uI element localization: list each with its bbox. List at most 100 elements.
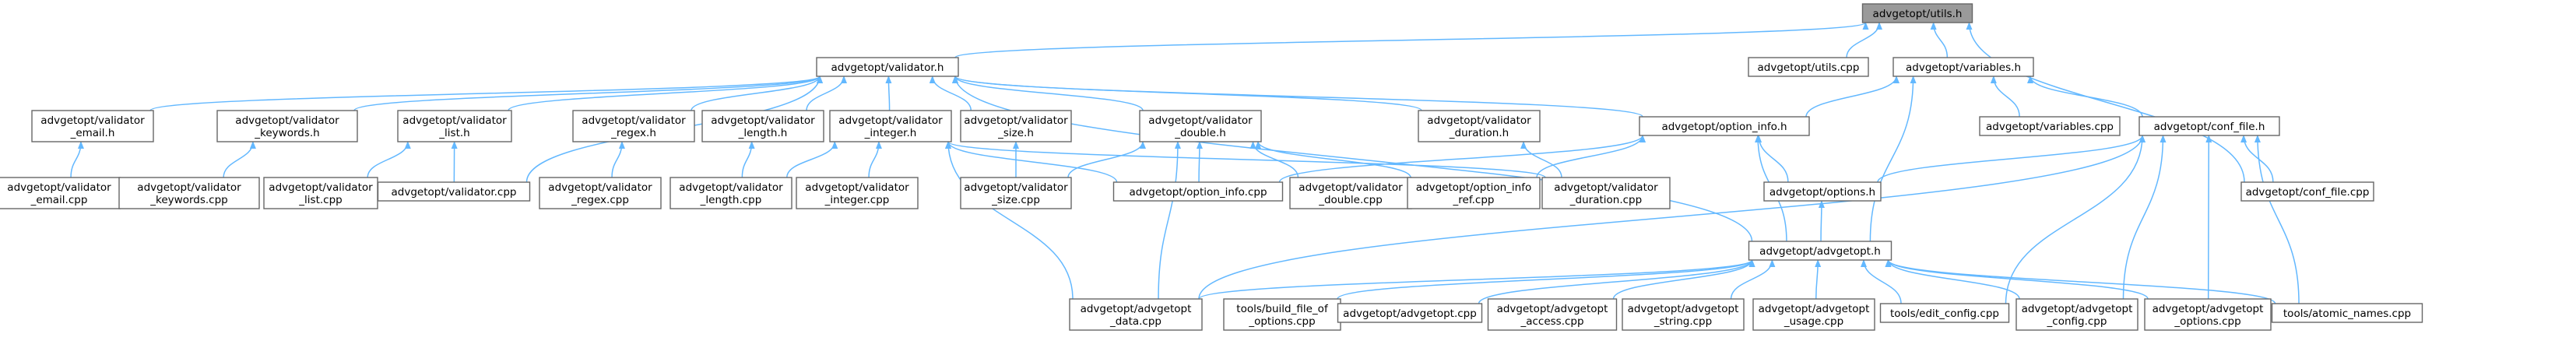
node-build-file-cpp[interactable]: tools/build_file_of_options.cpp — [1223, 298, 1341, 331]
node-v-email-cpp[interactable]: advgetopt/validator_email.cpp — [0, 177, 121, 209]
node-label: advgetopt/conf_file.cpp — [2246, 186, 2370, 199]
node-label: _options.cpp — [2174, 315, 2240, 328]
edge-options_cpp-to-advgetopt_h — [1885, 259, 2149, 300]
node-label: _usage.cpp — [1784, 315, 1843, 328]
node-validator-cpp[interactable]: advgetopt/validator.cpp — [377, 181, 531, 202]
node-v-double-cpp[interactable]: advgetopt/validator_double.cpp — [1289, 177, 1412, 209]
node-label: advgetopt/validator — [548, 181, 652, 194]
edge-v_list_cpp-to-v_list_h — [367, 141, 411, 178]
edge-validator_h-to-utils_h — [954, 22, 1869, 58]
node-label: tools/edit_config.cpp — [1890, 308, 1999, 320]
edge-v_keywords_cpp-to-v_keywords_h — [223, 141, 256, 178]
node-label: advgetopt/validator — [40, 114, 145, 127]
node-label: _duration.cpp — [1569, 194, 1642, 206]
node-label: advgetopt/validator — [838, 114, 943, 127]
node-box — [1112, 181, 1284, 202]
node-v-list-h[interactable]: advgetopt/validator_list.h — [397, 110, 512, 142]
node-advgetopt-h[interactable]: advgetopt/advgetopt.h — [1748, 241, 1892, 261]
node-v-duration-cpp[interactable]: advgetopt/validator_duration.cpp — [1541, 177, 1671, 209]
node-v-keywords-cpp[interactable]: advgetopt/validator_keywords.cpp — [118, 177, 260, 209]
node-box — [539, 177, 662, 209]
node-option-info-ref-cpp[interactable]: advgetopt/option_info_ref.cpp — [1407, 177, 1541, 209]
node-string-cpp[interactable]: advgetopt/advgetopt_string.cpp — [1622, 298, 1745, 331]
edge-config_cpp-to-advgetopt_h — [1885, 259, 2020, 300]
node-label: _keywords.h — [254, 127, 319, 139]
node-box — [1541, 177, 1671, 209]
edge-option_info_ref_cpp-to-v_double_h — [1255, 141, 1411, 178]
edge-option_info_cpp-to-v_integer_h — [945, 141, 1118, 183]
node-label: _integer.cpp — [824, 194, 890, 206]
node-box — [2144, 298, 2272, 331]
node-v-keywords-h[interactable]: advgetopt/validator_keywords.h — [216, 110, 358, 142]
node-box — [1337, 303, 1483, 323]
edge-v_email_cpp-to-v_email_h — [70, 141, 84, 178]
node-label: advgetopt/validator.cpp — [392, 186, 517, 199]
node-v-email-h[interactable]: advgetopt/validator_email.h — [31, 110, 154, 142]
node-v-list-cpp[interactable]: advgetopt/validator_list.cpp — [263, 177, 378, 209]
node-label: _size.cpp — [991, 194, 1040, 206]
node-access-cpp[interactable]: advgetopt/advgetopt_access.cpp — [1487, 298, 1618, 331]
node-label: advgetopt/variables.cpp — [1986, 121, 2114, 133]
node-v-regex-h[interactable]: advgetopt/validator_regex.h — [572, 110, 695, 142]
node-label: tools/build_file_of — [1236, 303, 1329, 315]
node-label: advgetopt/validator — [964, 181, 1068, 194]
node-label: _length.cpp — [700, 194, 762, 206]
node-box — [397, 110, 512, 142]
node-option-info-h[interactable]: advgetopt/option_info.h — [1639, 116, 1810, 136]
node-v-size-cpp[interactable]: advgetopt/validator_size.cpp — [960, 177, 1072, 209]
node-advgetopt-cpp[interactable]: advgetopt/advgetopt.cpp — [1337, 303, 1483, 323]
node-validator-h[interactable]: advgetopt/validator.h — [816, 57, 959, 77]
node-label: _email.h — [70, 127, 115, 139]
node-box — [829, 110, 952, 142]
node-atomic-names-cpp[interactable]: tools/atomic_names.cpp — [2271, 303, 2423, 323]
node-box — [1289, 177, 1412, 209]
node-config-cpp[interactable]: advgetopt/advgetopt_config.cpp — [2015, 298, 2138, 331]
node-label: _options.cpp — [1248, 315, 1315, 328]
node-variables-cpp[interactable]: advgetopt/variables.cpp — [1979, 116, 2121, 136]
edge-advgetopt_cpp-to-advgetopt_h — [1478, 259, 1755, 304]
node-label: advgetopt/validator — [711, 114, 815, 127]
node-edit-config-cpp[interactable]: tools/edit_config.cpp — [1879, 303, 2010, 323]
node-data-cpp[interactable]: advgetopt/advgetopt_data.cpp — [1069, 298, 1203, 331]
node-box — [31, 110, 154, 142]
edge-options_h-to-option_info_h — [1755, 135, 1789, 183]
node-v-length-h[interactable]: advgetopt/validator_length.h — [701, 110, 824, 142]
node-conf-file-cpp[interactable]: advgetopt/conf_file.cpp — [2240, 181, 2374, 202]
edge-atomic_names_cpp-to-advgetopt_h — [1885, 259, 2276, 304]
node-label: _size.h — [997, 127, 1034, 139]
node-v-size-h[interactable]: advgetopt/validator_size.h — [960, 110, 1072, 142]
node-box — [960, 110, 1072, 142]
node-options-h[interactable]: advgetopt/options.h — [1763, 181, 1882, 202]
edge-data_cpp-to-conf_file_h — [1198, 135, 2145, 300]
node-utils-cpp[interactable]: advgetopt/utils.cpp — [1748, 57, 1869, 77]
node-label: advgetopt/advgetopt — [2153, 303, 2264, 315]
node-label: _regex.cpp — [571, 194, 629, 206]
edge-v_duration_cpp-to-v_duration_h — [1520, 141, 1562, 178]
node-box — [1622, 298, 1745, 331]
node-box — [1639, 116, 1810, 136]
node-v-regex-cpp[interactable]: advgetopt/validator_regex.cpp — [539, 177, 662, 209]
edge-v_duration_cpp-to-v_integer_h — [945, 141, 1546, 178]
node-box — [701, 110, 824, 142]
node-v-integer-cpp[interactable]: advgetopt/validator_integer.cpp — [796, 177, 919, 209]
node-v-double-h[interactable]: advgetopt/validator_double.h — [1139, 110, 1262, 142]
node-option-info-cpp[interactable]: advgetopt/option_info.cpp — [1112, 181, 1284, 202]
node-v-length-cpp[interactable]: advgetopt/validator_length.cpp — [669, 177, 792, 209]
node-conf-file-h[interactable]: advgetopt/conf_file.h — [2138, 116, 2280, 136]
node-label: advgetopt/advgetopt — [2022, 303, 2133, 315]
node-label: tools/atomic_names.cpp — [2283, 308, 2411, 320]
edge-v_length_cpp-to-v_length_h — [741, 141, 755, 178]
node-variables-h[interactable]: advgetopt/variables.h — [1892, 57, 2034, 77]
edge-advgetopt_h-to-options_h — [1818, 200, 1825, 242]
node-box — [1223, 298, 1341, 331]
node-v-integer-h[interactable]: advgetopt/validator_integer.h — [829, 110, 952, 142]
node-usage-cpp[interactable]: advgetopt/advgetopt_usage.cpp — [1752, 298, 1875, 331]
node-box — [118, 177, 260, 209]
node-box — [1407, 177, 1541, 209]
edge-conf_file_cpp-to-utils_h — [1966, 22, 2245, 183]
node-options-cpp[interactable]: advgetopt/advgetopt_options.cpp — [2144, 298, 2272, 331]
node-label: advgetopt/option_info.cpp — [1129, 186, 1267, 199]
node-utils-h[interactable]: advgetopt/utils.h — [1861, 3, 1973, 23]
edge-v_regex_cpp-to-v_regex_h — [611, 141, 625, 178]
node-v-duration-h[interactable]: advgetopt/validator_duration.h — [1418, 110, 1541, 142]
